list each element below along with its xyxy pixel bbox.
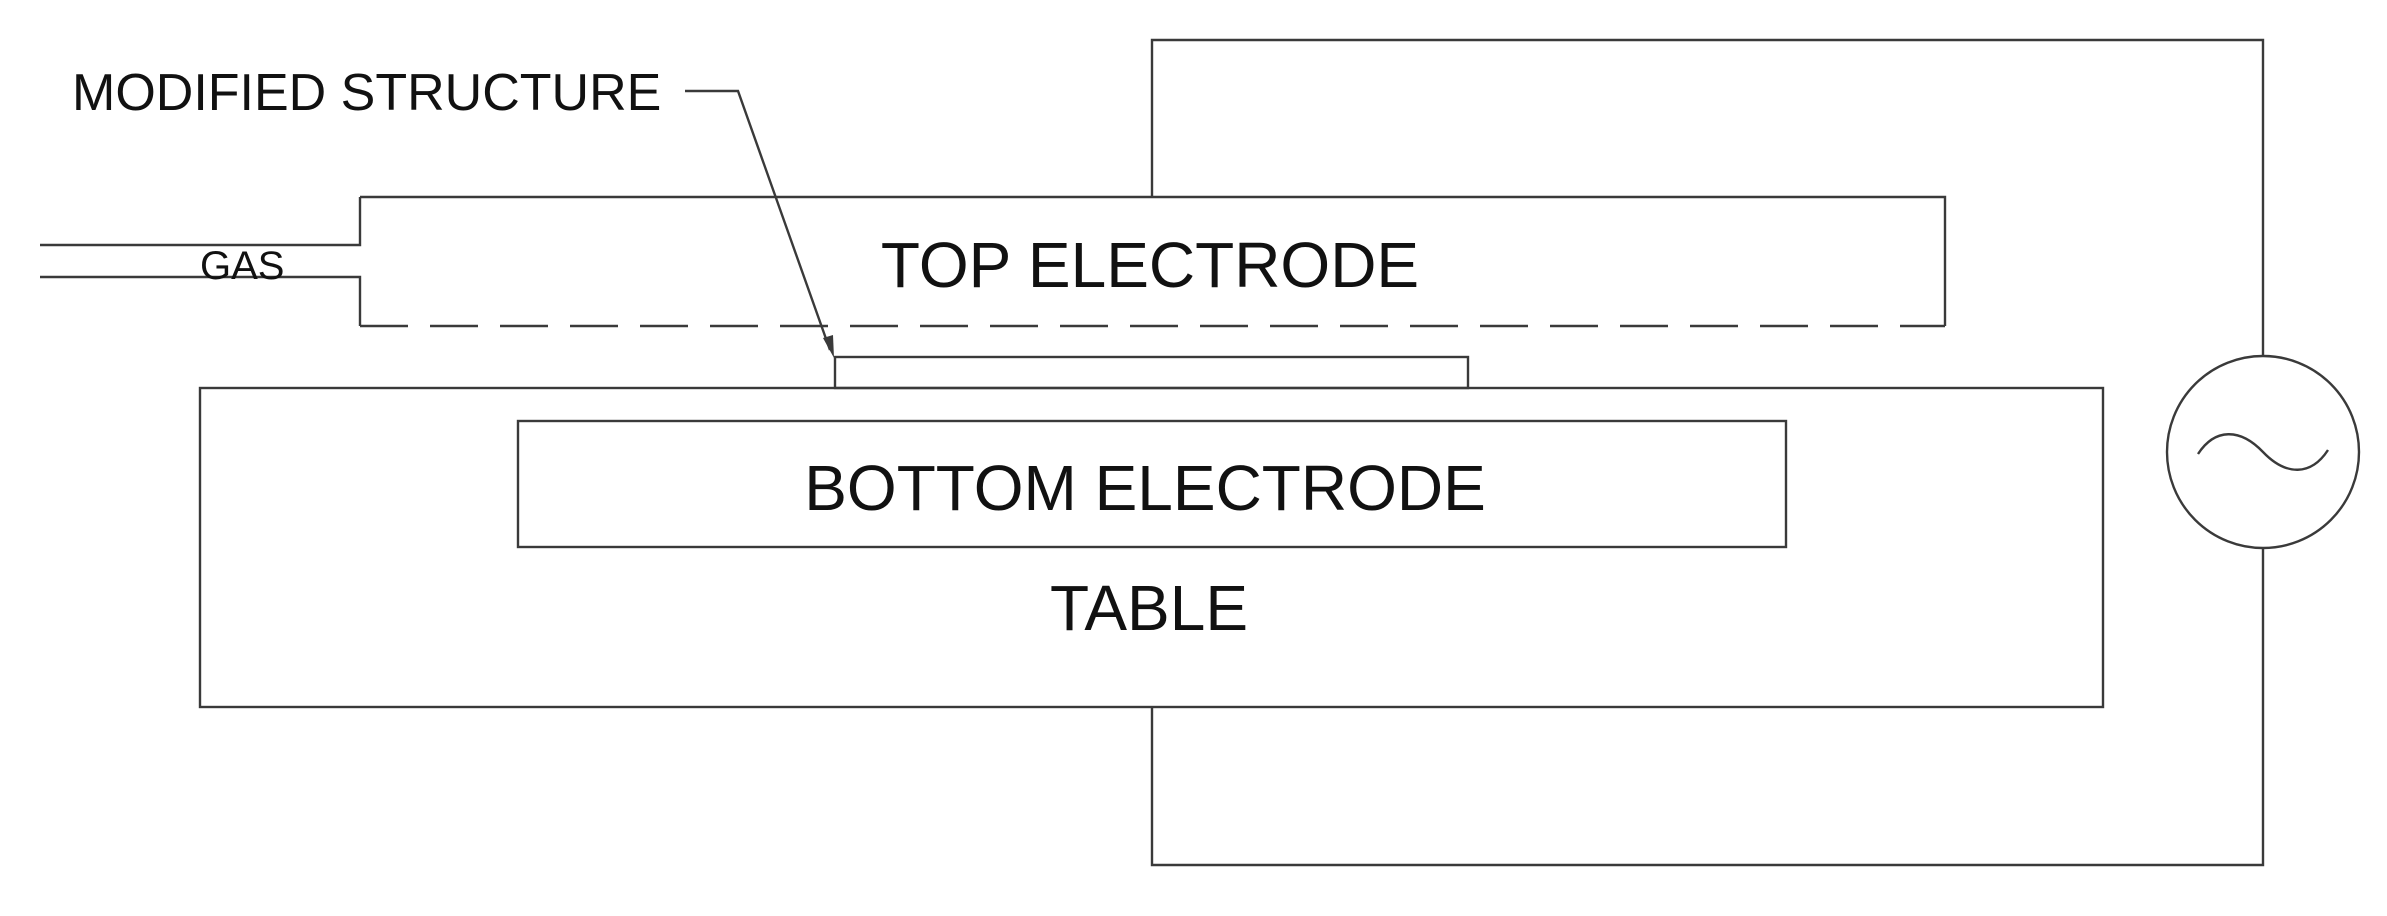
gas-pipe-lower bbox=[40, 275, 362, 326]
table-label: TABLE bbox=[1050, 572, 1248, 644]
top-electrode: TOP ELECTRODE bbox=[360, 195, 1947, 328]
table: TABLE bbox=[198, 386, 2105, 709]
modified-structure-label: MODIFIED STRUCTURE bbox=[72, 64, 661, 122]
ac-source-icon bbox=[2165, 354, 2361, 550]
bottom-electrode-label: BOTTOM ELECTRODE bbox=[804, 452, 1486, 524]
gas-pipe-upper bbox=[40, 197, 362, 247]
ac-source-circle bbox=[2165, 354, 2361, 550]
modified-structure-body bbox=[833, 355, 1470, 390]
bottom-electrode: BOTTOM ELECTRODE bbox=[516, 419, 1788, 549]
leader-arrowhead bbox=[823, 335, 834, 358]
modified-structure: MODIFIED STRUCTURE bbox=[72, 64, 1470, 390]
gas-label: GAS bbox=[200, 244, 284, 288]
top-electrode-outline bbox=[360, 195, 1947, 326]
top-electrode-label: TOP ELECTRODE bbox=[881, 229, 1419, 301]
power-circuit bbox=[1150, 38, 2361, 867]
modified-structure-leader bbox=[685, 89, 832, 351]
gas-inlet: GAS bbox=[40, 197, 362, 326]
ac-source-wave bbox=[2196, 433, 2330, 471]
circuit-wire-top bbox=[1150, 38, 2265, 356]
bottom-electrode-body bbox=[516, 419, 1788, 549]
circuit-wire-bottom bbox=[1150, 548, 2265, 867]
table-body bbox=[198, 386, 2105, 709]
